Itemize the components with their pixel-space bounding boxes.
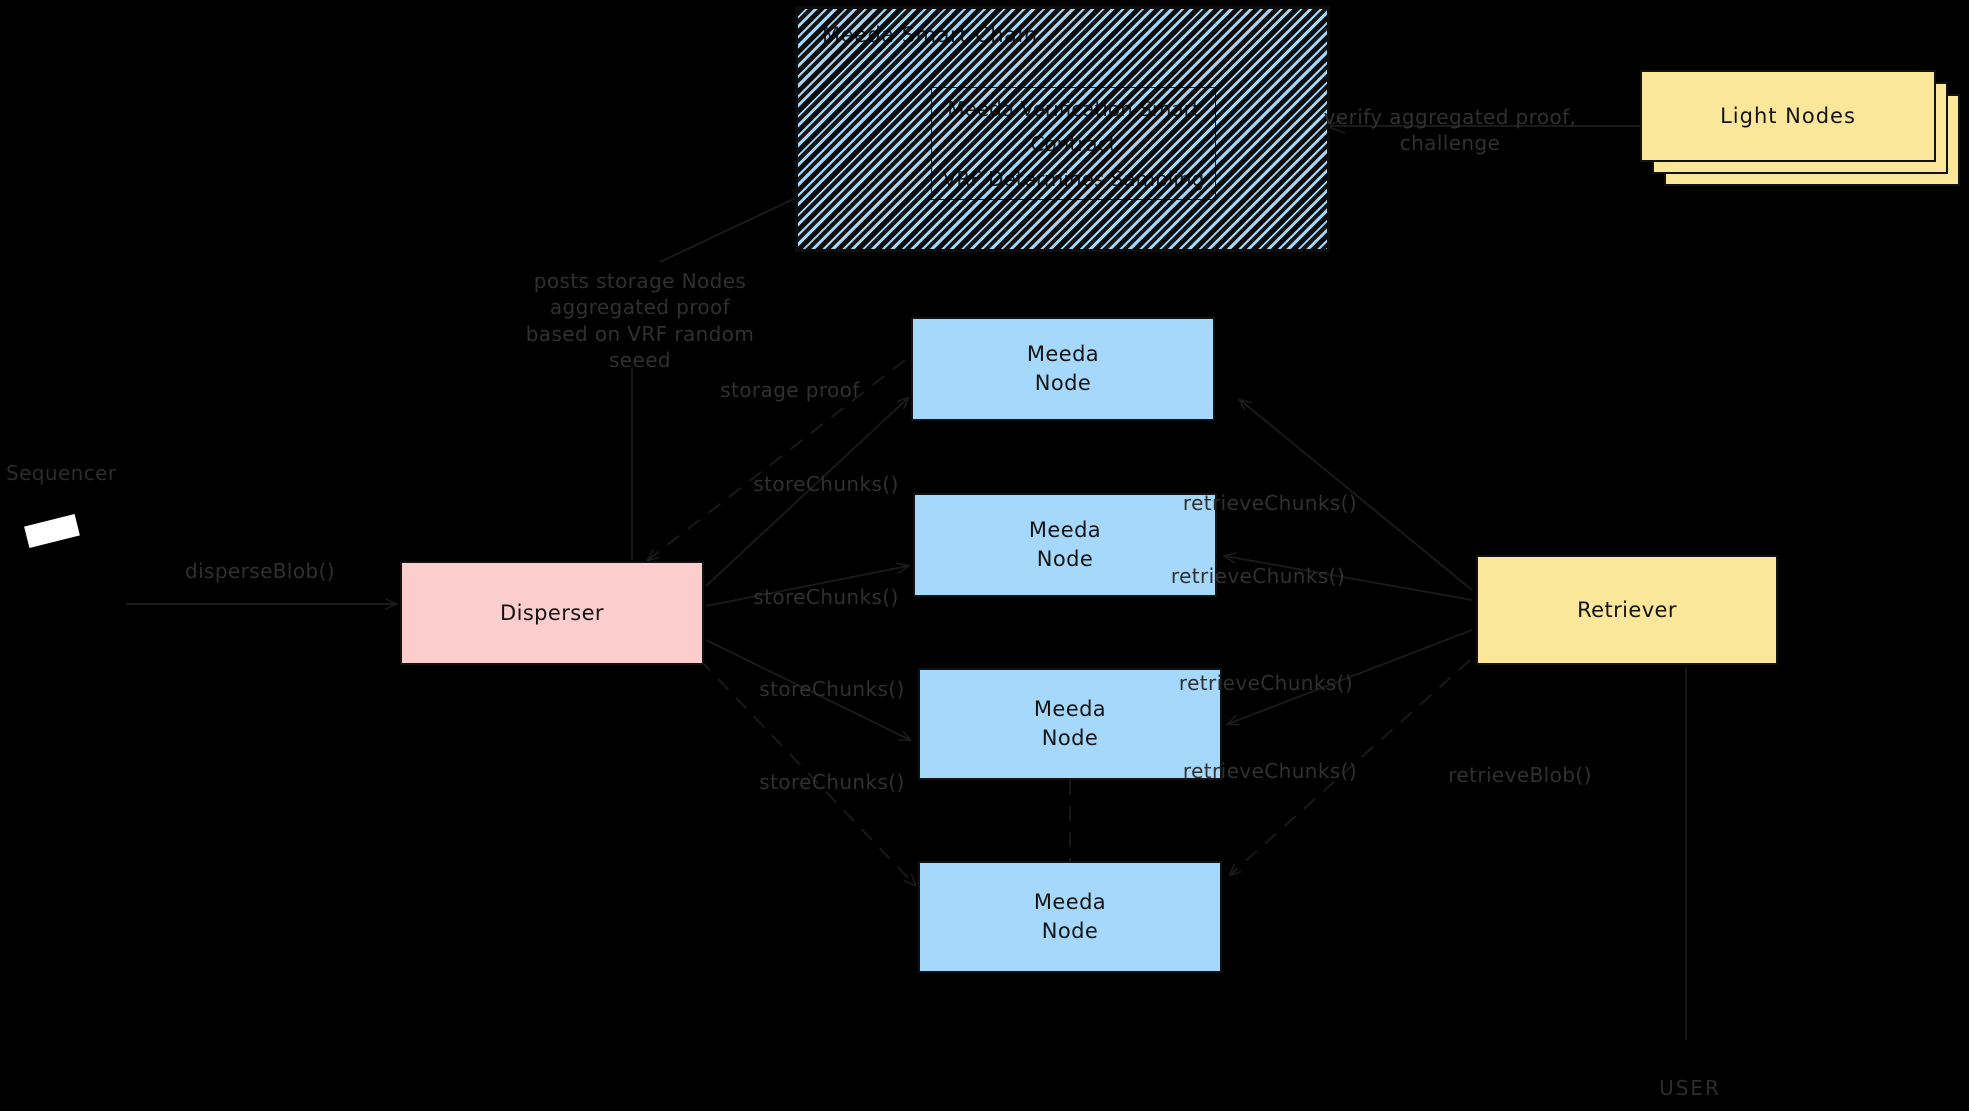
meeda-smart-chain-box[interactable]: Meeda Smart Chain Meeda Verification Sma…: [795, 6, 1330, 252]
edge-disperser-chain: [659, 195, 801, 263]
edge-label-store-chunks-3: storeChunks(): [759, 677, 905, 701]
edge-label-posts-proof: posts storage Nodes aggregated proof bas…: [525, 269, 755, 373]
edge-label-store-chunks-1: storeChunks(): [753, 472, 899, 496]
edge-label-disperse-blob: disperseBlob(): [184, 559, 336, 583]
contract-vrf-line: VRF Determines Sampling: [942, 166, 1205, 191]
edge-label-store-chunks-4: storeChunks(): [759, 770, 905, 794]
light-node-card-front[interactable]: Light Nodes: [1640, 70, 1936, 162]
contract-title-line2: Contract: [1030, 131, 1117, 156]
edge-label-verify: verify aggregated proof, challenge: [1323, 105, 1577, 156]
contract-title-line1: Meeda Verification Smart: [947, 96, 1200, 121]
sequencer-label: Sequencer: [6, 461, 117, 485]
chain-title: Meeda Smart Chain: [822, 23, 1038, 47]
edge-storage-proof: [648, 359, 906, 560]
edge-node1-retriever: [1240, 400, 1473, 591]
retriever-node[interactable]: Retriever: [1476, 555, 1778, 665]
edge-retriever-node3: [1228, 629, 1473, 724]
edge-retriever-node2: [1225, 556, 1473, 601]
edge-label-retrieve-blob: retrieveBlob(): [1448, 763, 1592, 787]
disperser-label: Disperser: [500, 600, 604, 625]
edge-retriever-node4: [1230, 659, 1471, 875]
edge-label-storage-proof: storage proof: [720, 378, 860, 402]
verification-contract-box[interactable]: Meeda Verification Smart Contract VRF De…: [931, 87, 1216, 200]
retriever-label: Retriever: [1577, 597, 1677, 622]
edge-label-store-chunks-2: storeChunks(): [753, 585, 899, 609]
light-nodes-stack[interactable]: Light Nodes: [1640, 70, 1960, 186]
disperser-node[interactable]: Disperser: [400, 561, 704, 665]
edge-disperser-node2: [705, 566, 908, 607]
edge-disperser-node3: [705, 639, 910, 740]
user-label: USER: [1659, 1076, 1721, 1100]
sequencer-mark-icon: [24, 514, 80, 548]
light-nodes-label: Light Nodes: [1720, 104, 1856, 128]
edge-disperser-node1: [705, 398, 908, 587]
edge-disperser-node4: [699, 659, 915, 885]
